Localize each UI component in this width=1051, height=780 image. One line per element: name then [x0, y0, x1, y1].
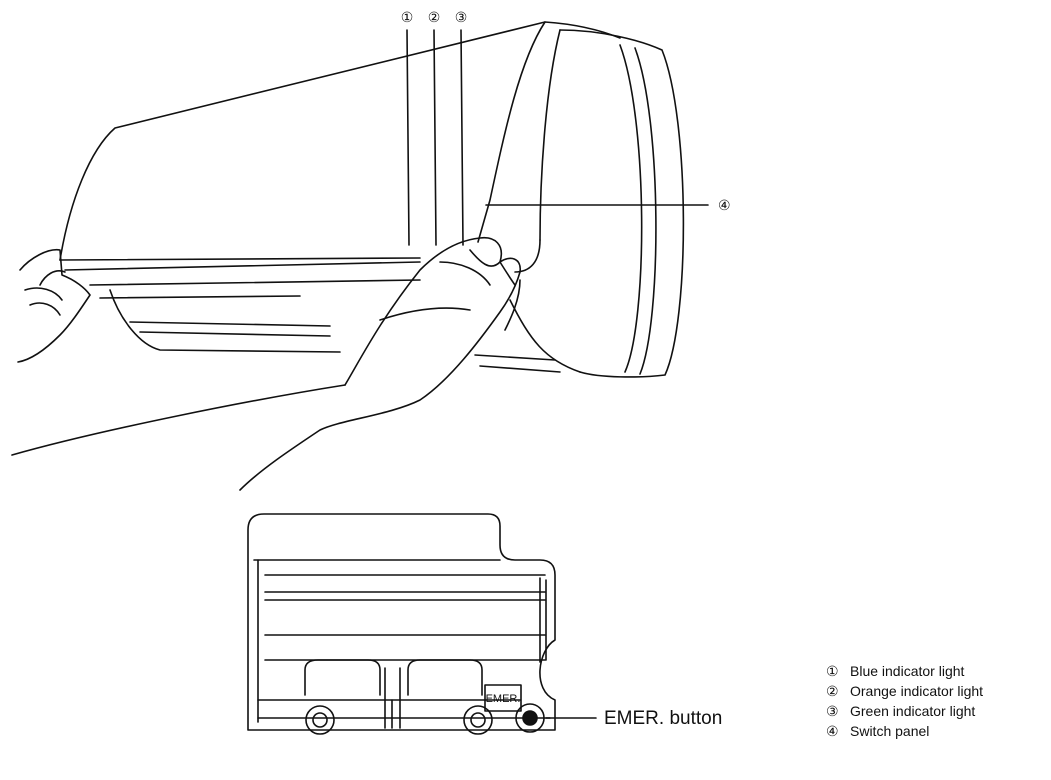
- indoor-unit-illustration: [59, 21, 685, 378]
- right-hand: [239, 236, 521, 491]
- roller-right: [463, 705, 493, 735]
- callout-2: ②: [428, 9, 441, 25]
- switch-panel-detail: EMER. EMER. button: [247, 513, 722, 735]
- legend-label-3: Green indicator light: [850, 703, 975, 719]
- legend-label-4: Switch panel: [850, 723, 929, 739]
- callout-3: ③: [455, 9, 468, 25]
- panel-outer-frame: [247, 513, 556, 731]
- front-panel-lower-edge: [59, 257, 421, 261]
- legend-number-1: ①: [826, 663, 839, 679]
- legend-number-2: ②: [826, 683, 839, 699]
- legend-number-4: ④: [826, 723, 839, 739]
- legend-label-2: Orange indicator light: [850, 683, 983, 699]
- hands-illustration: [11, 236, 521, 491]
- callout-group: ① ② ③ ④: [401, 9, 731, 246]
- side-casing: [559, 29, 685, 378]
- louver: [89, 279, 421, 286]
- leader-line-2: [433, 29, 437, 246]
- emer-button-label: EMER. button: [604, 708, 722, 729]
- roller-left: [305, 705, 335, 735]
- unit-body-outline: [59, 21, 621, 261]
- legend-number-3: ③: [826, 703, 839, 719]
- component-cylinder-left: [304, 659, 381, 696]
- emer-button-housing: [515, 703, 545, 733]
- left-hand: [17, 248, 91, 363]
- switch-panel-edge: [477, 21, 546, 243]
- leader-line-1: [406, 29, 410, 246]
- emer-label-box: [484, 684, 522, 712]
- leader-line-3: [460, 29, 464, 246]
- legend: ① Blue indicator light ② Orange indicator l…: [826, 663, 983, 739]
- component-cylinder-right: [407, 659, 483, 696]
- legend-label-1: Blue indicator light: [850, 663, 965, 679]
- emer-panel-text: EMER.: [486, 693, 521, 705]
- callout-4: ④: [718, 197, 731, 213]
- callout-1: ①: [401, 9, 414, 25]
- emer-button[interactable]: [522, 710, 538, 726]
